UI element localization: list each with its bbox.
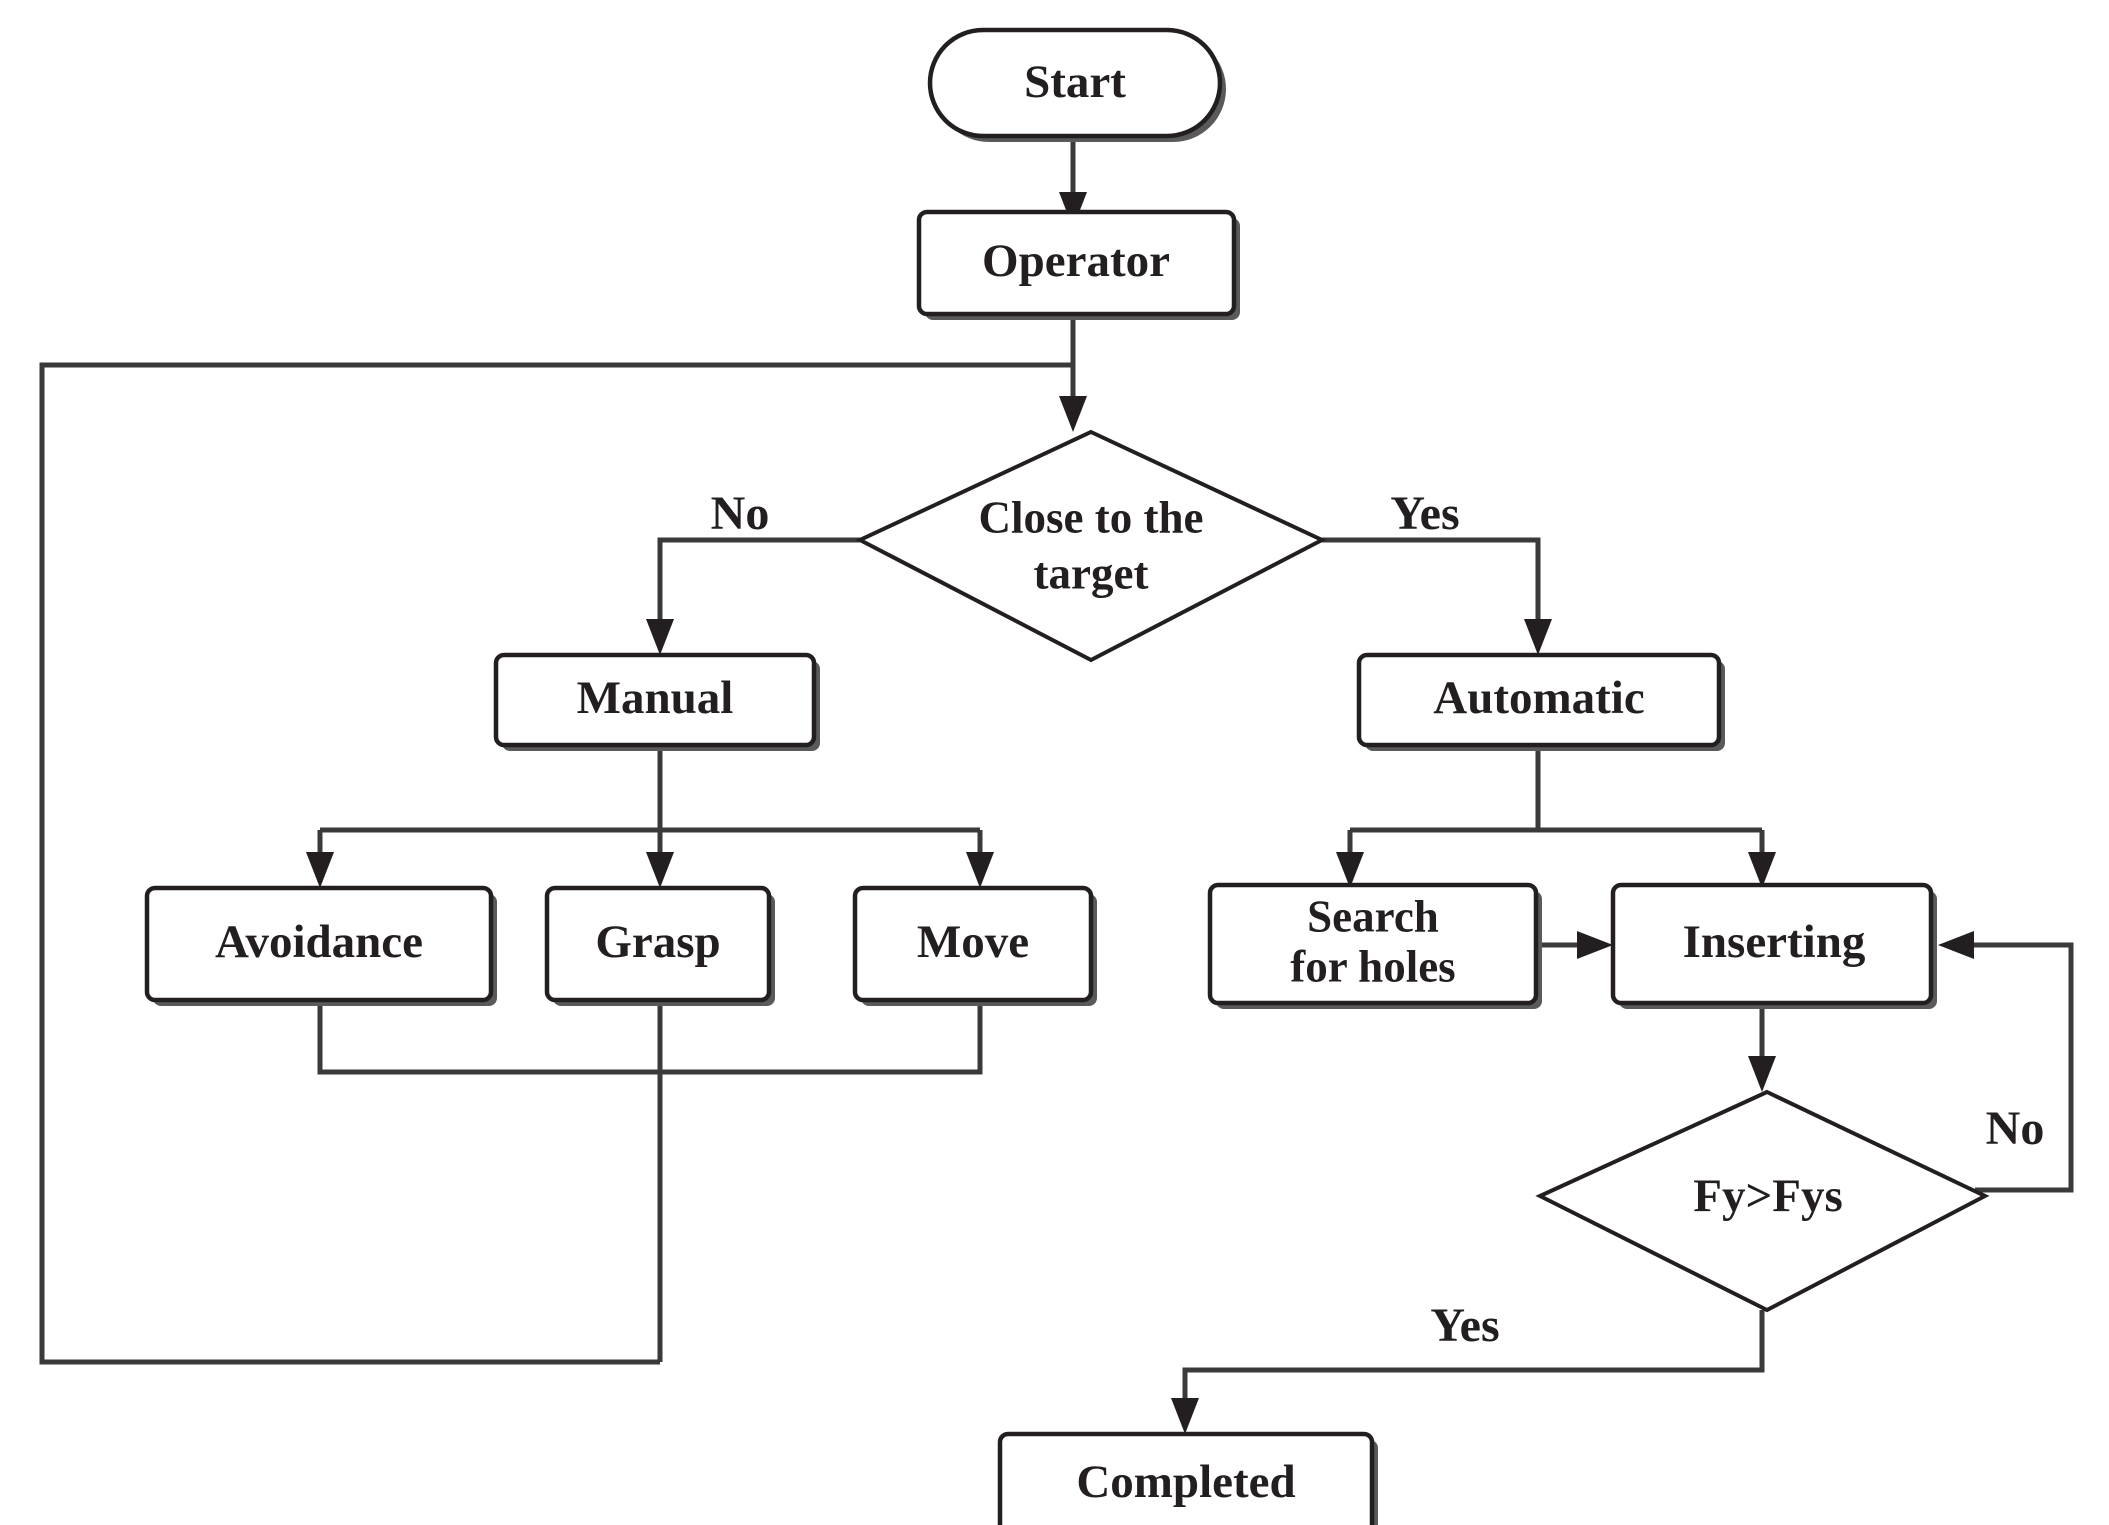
node-manual-label: Manual [577, 672, 734, 724]
connector-layer [39, 140, 2074, 1434]
arrowhead-automatic-search [1336, 852, 1364, 888]
edge-close-yes-automatic [1322, 537, 1541, 630]
node-search-for-holes-label-line2: for holes [1290, 941, 1455, 991]
node-force-check-shape [1535, 1089, 1990, 1313]
edge-label-force-yes: Yes [1430, 1299, 1499, 1352]
node-operator[interactable]: Operator [916, 209, 1240, 320]
node-close-to-target-label-line2: target [1034, 548, 1149, 598]
node-completed-shape [997, 1431, 1375, 1525]
edge-label-force-no: No [1986, 1102, 2045, 1155]
edge-manual-children-merge [317, 1005, 983, 1075]
node-start-label: Start [1024, 56, 1126, 108]
node-operator-label: Operator [982, 235, 1170, 287]
node-manual-shape [493, 652, 817, 748]
node-search-for-holes[interactable]: Search for holes [1207, 882, 1542, 1009]
edge-manual-feedback-loop [39, 362, 1073, 1365]
node-grasp-label: Grasp [595, 916, 720, 968]
node-manual[interactable]: Manual [493, 652, 820, 751]
node-completed-label: Completed [1076, 1456, 1295, 1508]
arrowhead-force-no-loop [1938, 931, 1974, 959]
node-close-to-target-shape [855, 429, 1327, 663]
node-automatic-label: Automatic [1433, 672, 1644, 724]
node-move[interactable]: Move [852, 885, 1097, 1006]
node-grasp-shape [544, 885, 772, 1003]
node-operator-shape [916, 209, 1237, 317]
arrowhead-operator-close [1059, 396, 1087, 432]
node-grasp[interactable]: Grasp [544, 885, 775, 1006]
node-start-shape [927, 27, 1223, 139]
node-search-for-holes-shape [1207, 882, 1539, 1006]
node-inserting[interactable]: Inserting [1610, 882, 1937, 1009]
node-close-to-target-label-line1: Close to the [979, 492, 1204, 542]
arrowhead-search-inserting [1577, 931, 1613, 959]
node-move-label: Move [917, 916, 1029, 968]
arrowhead-inserting-force [1748, 1056, 1776, 1092]
node-close-to-target[interactable]: Close to the target [855, 429, 1327, 663]
arrowhead-manual-move [966, 852, 994, 888]
node-search-for-holes-label-line1: Search [1307, 891, 1439, 941]
node-automatic-shape [1356, 652, 1722, 748]
node-avoidance-shape [144, 885, 494, 1003]
arrowhead-manual-grasp [646, 852, 674, 888]
arrowhead-close-no [646, 619, 674, 655]
node-inserting-label: Inserting [1683, 916, 1866, 968]
arrowhead-force-yes-completed [1171, 1398, 1199, 1434]
edge-close-no-manual [657, 537, 860, 630]
node-force-check-label: Fy>Fys [1693, 1170, 1843, 1222]
node-inserting-shape [1610, 882, 1934, 1006]
node-completed[interactable]: Completed [997, 1431, 1378, 1525]
edge-force-no-loop [1962, 942, 2074, 1193]
node-start[interactable]: Start [927, 27, 1226, 142]
arrowhead-manual-avoidance [306, 852, 334, 888]
edge-force-yes-completed [1182, 1310, 1765, 1410]
node-automatic[interactable]: Automatic [1356, 652, 1725, 751]
arrowhead-close-yes [1524, 619, 1552, 655]
node-avoidance-label: Avoidance [215, 916, 423, 968]
edge-label-close-no: No [711, 487, 770, 540]
edge-label-close-yes: Yes [1390, 487, 1459, 540]
node-move-shape [852, 885, 1094, 1003]
arrowhead-automatic-inserting [1748, 852, 1776, 888]
node-avoidance[interactable]: Avoidance [144, 885, 497, 1006]
node-force-check[interactable]: Fy>Fys [1535, 1089, 1990, 1313]
